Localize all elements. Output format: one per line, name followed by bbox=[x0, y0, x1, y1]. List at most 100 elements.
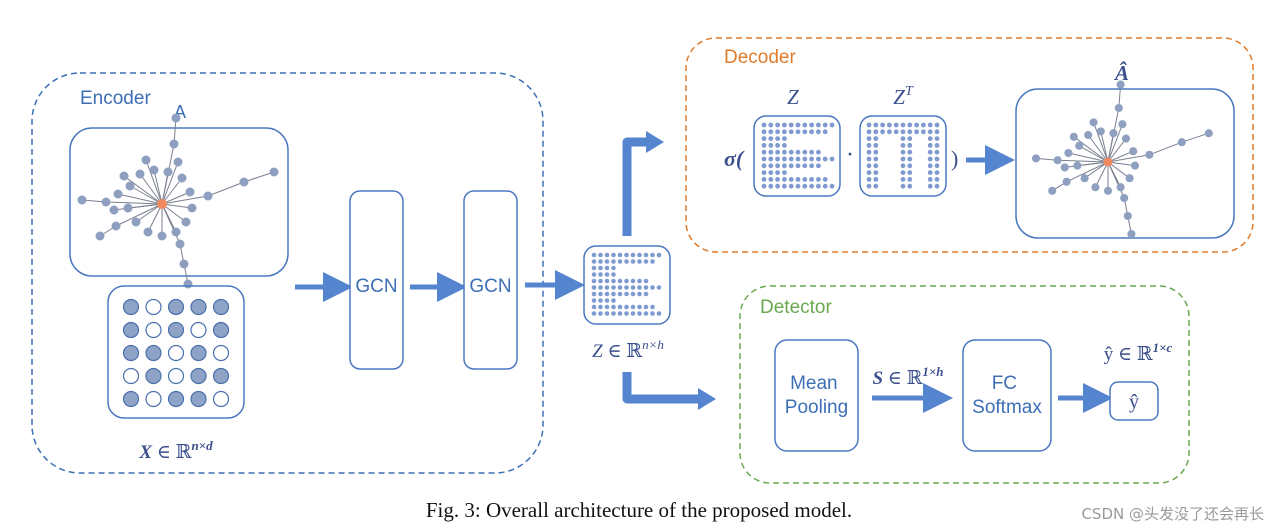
matrix-dot bbox=[611, 304, 616, 310]
matrix-dot bbox=[907, 143, 913, 148]
feature-cell bbox=[167, 321, 185, 339]
matrix-dot bbox=[637, 285, 642, 290]
mean-pooling-box bbox=[774, 339, 859, 452]
matrix-dot bbox=[650, 285, 655, 290]
watermark: CSDN @头发没了还会再长 bbox=[1081, 505, 1264, 523]
graph-node bbox=[1120, 193, 1129, 203]
figure-caption: Fig. 3: Overall architecture of the prop… bbox=[425, 498, 853, 522]
matrix-dot bbox=[611, 252, 616, 258]
matrix-dot bbox=[907, 177, 913, 182]
decoder-z-box bbox=[753, 115, 841, 197]
matrix-dot bbox=[816, 122, 821, 128]
matrix-dot bbox=[775, 143, 780, 148]
matrix-dot bbox=[598, 298, 603, 303]
graph-node bbox=[123, 203, 133, 213]
matrix-dot bbox=[809, 149, 814, 155]
matrix-dot bbox=[887, 122, 892, 128]
matrix-dot bbox=[795, 156, 801, 162]
matrix-dot bbox=[768, 156, 774, 162]
graph-edge bbox=[105, 201, 163, 205]
matrix-dot bbox=[907, 122, 913, 128]
matrix-dot bbox=[598, 259, 603, 264]
matrix-dot bbox=[591, 285, 597, 290]
matrix-dot bbox=[866, 149, 872, 155]
matrix-dot bbox=[598, 265, 603, 271]
sigma-symbol: σ( bbox=[724, 146, 745, 171]
matrix-dot bbox=[866, 129, 872, 135]
matrix-dot bbox=[775, 156, 780, 162]
matrix-dot bbox=[624, 311, 629, 316]
matrix-dot bbox=[591, 291, 597, 297]
graph-node bbox=[1069, 132, 1078, 141]
dot-product-symbol: · bbox=[846, 142, 854, 168]
matrix-dot bbox=[816, 163, 821, 169]
matrix-dot bbox=[611, 259, 616, 264]
matrix-dot bbox=[788, 183, 794, 189]
y-hat-label: ŷ ∈ ℝ1×c bbox=[1104, 340, 1173, 365]
encoder-panel bbox=[31, 72, 544, 474]
matrix-dot bbox=[598, 285, 603, 290]
graph-edge bbox=[1181, 132, 1209, 143]
matrix-dot bbox=[900, 183, 906, 189]
matrix-dot bbox=[604, 265, 610, 271]
feature-cell bbox=[190, 298, 207, 316]
matrix-dot bbox=[782, 129, 787, 135]
matrix-dot bbox=[630, 291, 636, 297]
fc-softmax-box bbox=[962, 339, 1052, 452]
matrix-dot bbox=[795, 129, 801, 135]
graph-node bbox=[1091, 183, 1100, 192]
feature-cell bbox=[122, 367, 140, 385]
matrix-dot bbox=[761, 177, 767, 182]
matrix-dot bbox=[761, 136, 767, 142]
graph-edge bbox=[1149, 141, 1182, 156]
matrix-dot bbox=[650, 304, 655, 310]
zt-label: ZT bbox=[893, 84, 914, 109]
matrix-dot bbox=[900, 156, 906, 162]
matrix-dot bbox=[611, 311, 616, 316]
graph-node bbox=[1075, 141, 1084, 150]
matrix-dot bbox=[809, 183, 814, 189]
matrix-dot bbox=[927, 136, 933, 142]
graph-edge bbox=[1107, 161, 1125, 199]
matrix-dot bbox=[656, 311, 662, 316]
feature-cell bbox=[122, 298, 140, 316]
feature-cell bbox=[122, 344, 140, 362]
graph-edge bbox=[1100, 131, 1109, 163]
matrix-dot bbox=[598, 311, 603, 316]
matrix-dot bbox=[637, 252, 642, 258]
matrix-dot bbox=[873, 163, 879, 169]
matrix-dot bbox=[822, 177, 828, 182]
graph-node bbox=[185, 187, 195, 197]
matrix-dot bbox=[816, 149, 821, 155]
decoder-z-matrix bbox=[761, 122, 835, 189]
matrix-dot bbox=[829, 122, 835, 128]
matrix-dot bbox=[802, 149, 808, 155]
matrix-dot bbox=[617, 304, 623, 310]
matrix-dot bbox=[795, 149, 801, 155]
graph-node bbox=[77, 195, 87, 205]
graph-node bbox=[269, 167, 279, 177]
matrix-dot bbox=[873, 143, 879, 148]
matrix-dot bbox=[650, 252, 655, 258]
matrix-dot bbox=[630, 304, 636, 310]
matrix-dot bbox=[624, 252, 629, 258]
feature-cell bbox=[145, 367, 162, 385]
graph-edge bbox=[153, 169, 163, 205]
matrix-dot bbox=[768, 163, 774, 169]
matrix-dot bbox=[761, 129, 767, 135]
graph-node bbox=[1114, 103, 1123, 113]
matrix-dot bbox=[809, 122, 814, 128]
graph-node bbox=[1031, 154, 1041, 163]
feature-cell bbox=[167, 298, 185, 316]
matrix-dot bbox=[809, 156, 814, 162]
matrix-dot bbox=[775, 170, 780, 176]
matrix-dot bbox=[775, 177, 780, 182]
matrix-dot bbox=[893, 122, 899, 128]
matrix-dot bbox=[768, 136, 774, 142]
graph-node bbox=[1062, 177, 1071, 186]
matrix-dot bbox=[927, 163, 933, 169]
graph-node bbox=[1053, 156, 1062, 165]
matrix-dot bbox=[611, 272, 616, 277]
matrix-dot bbox=[775, 122, 780, 128]
matrix-dot bbox=[914, 122, 919, 128]
